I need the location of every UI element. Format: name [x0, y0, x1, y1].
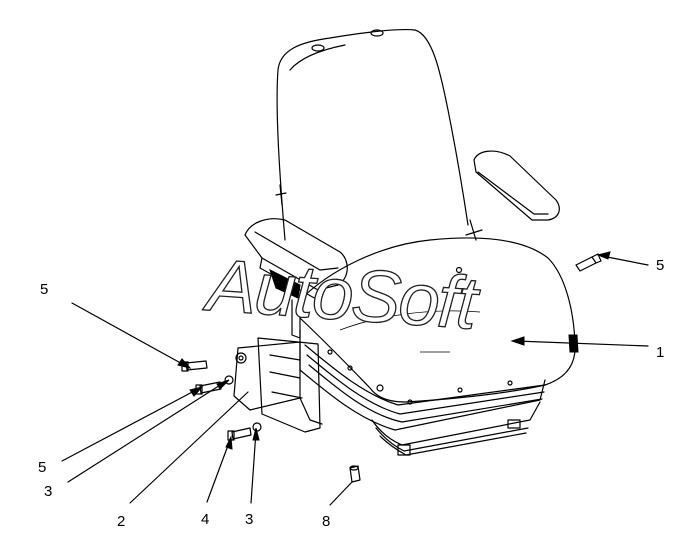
callout-5-left-upper: 5 [40, 281, 48, 298]
bolt-8 [349, 465, 361, 483]
callout-numbers: 5 1 5 5 3 2 4 3 8 [38, 257, 664, 530]
backrest [276, 28, 469, 241]
callout-3-left: 3 [44, 483, 52, 500]
callout-2: 2 [117, 513, 125, 530]
callout-1: 1 [656, 344, 664, 361]
callout-8: 8 [322, 513, 330, 530]
headrest-knob-right [370, 29, 384, 37]
bolt-5-right [575, 253, 602, 272]
callout-5-left-lower: 5 [38, 459, 46, 476]
callout-3-right: 3 [245, 511, 253, 528]
callout-4: 4 [201, 511, 209, 528]
watermark-text: AutoSoft [201, 243, 483, 345]
right-armrest [473, 150, 560, 221]
nut-3 [252, 422, 262, 432]
mounting-bracket [224, 337, 323, 433]
headrest-knob-left [311, 44, 325, 52]
leader-lines [61, 251, 649, 506]
callout-5-right: 5 [656, 257, 664, 274]
suspension-base [299, 329, 546, 456]
seat-drawing [181, 28, 602, 483]
control-armrest [244, 218, 348, 339]
seat-cushion [299, 237, 576, 403]
